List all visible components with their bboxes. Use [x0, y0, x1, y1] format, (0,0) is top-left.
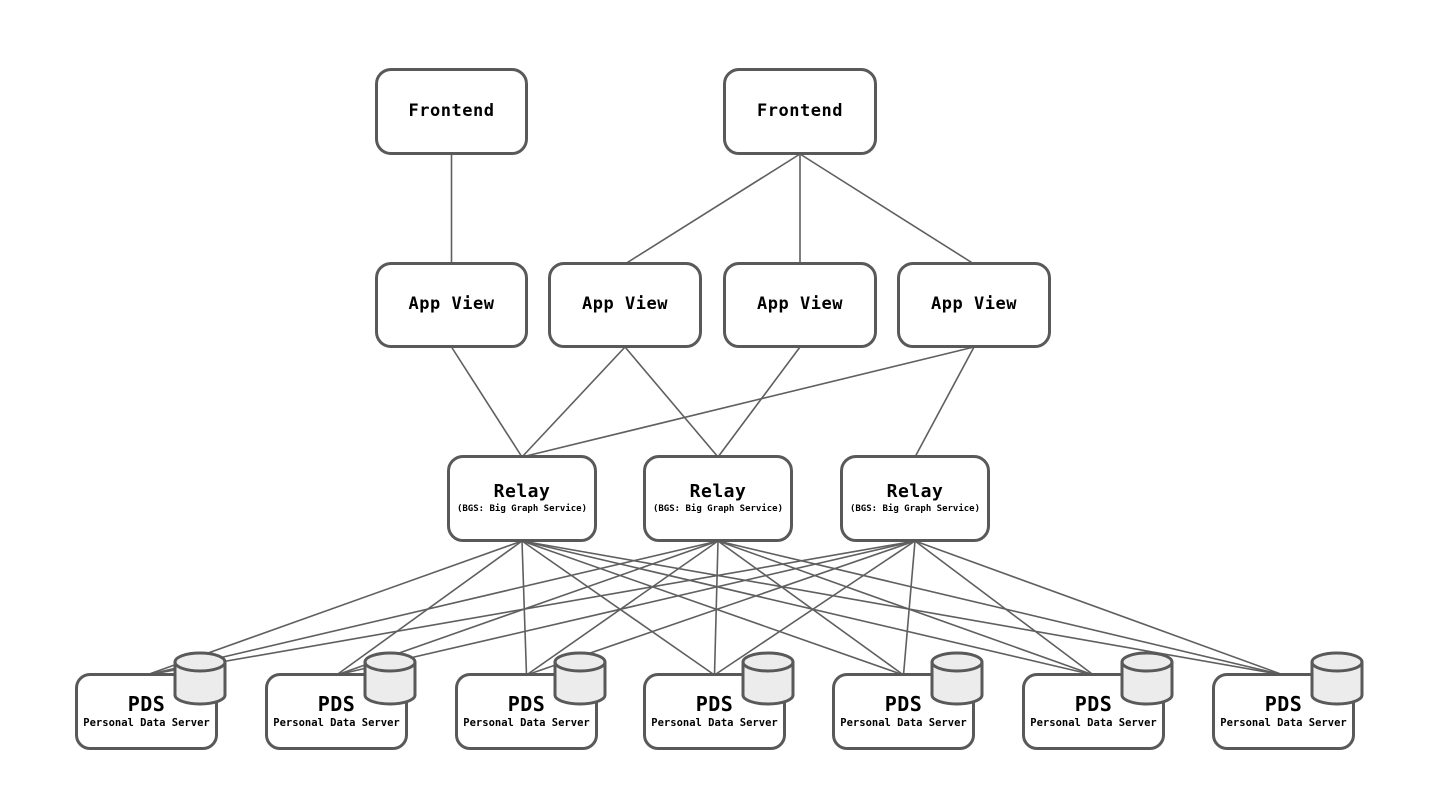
node-label: Relay	[493, 480, 551, 502]
node-relay-2: Relay (BGS: Big Graph Service)	[643, 455, 793, 542]
edge-appview-4-relay-3	[914, 346, 975, 458]
node-sublabel: Personal Data Server	[1030, 717, 1157, 730]
node-label: Frontend	[408, 100, 495, 121]
edge-relay-2-pds-5	[717, 540, 904, 676]
node-pds-2: PDS Personal Data Server	[265, 651, 417, 750]
edge-appview-3-relay-2	[717, 346, 801, 458]
node-pds-3: PDS Personal Data Server	[455, 651, 607, 750]
edge-relay-2-pds-6	[717, 540, 1094, 676]
edge-relay-1-pds-3	[521, 540, 528, 676]
edge-relay-2-pds-1	[146, 540, 719, 676]
node-frontend-1: Frontend	[375, 68, 528, 155]
node-relay-1: Relay (BGS: Big Graph Service)	[447, 455, 597, 542]
database-icon	[741, 651, 795, 706]
node-appview-2: App View	[548, 262, 702, 348]
node-frontend-2: Frontend	[723, 68, 877, 155]
node-label: PDS	[507, 692, 546, 717]
database-icon	[930, 651, 984, 706]
node-relay-3: Relay (BGS: Big Graph Service)	[840, 455, 990, 542]
database-icon	[1310, 651, 1364, 706]
node-sublabel: Personal Data Server	[651, 717, 778, 730]
node-label: PDS	[695, 692, 734, 717]
node-sublabel: (BGS: Big Graph Service)	[849, 504, 981, 515]
node-sublabel: Personal Data Server	[463, 717, 590, 730]
edge-appview-4-relay-1	[521, 346, 975, 458]
database-icon	[363, 651, 417, 706]
node-pds-5: PDS Personal Data Server	[832, 651, 984, 750]
node-sublabel: Personal Data Server	[840, 717, 967, 730]
node-sublabel: Personal Data Server	[1220, 717, 1347, 730]
node-appview-3: App View	[723, 262, 877, 348]
node-label: PDS	[317, 692, 356, 717]
edge-relay-3-pds-5	[902, 540, 916, 676]
node-pds-1: PDS Personal Data Server	[75, 651, 227, 750]
node-appview-1: App View	[375, 262, 528, 348]
node-pds-7: PDS Personal Data Server	[1212, 651, 1364, 750]
node-label: App View	[582, 294, 668, 315]
edge-relay-2-pds-7	[717, 540, 1284, 676]
node-sublabel: Personal Data Server	[83, 717, 210, 730]
node-label: Relay	[886, 480, 944, 502]
database-icon	[553, 651, 607, 706]
node-label: Frontend	[757, 100, 843, 121]
database-icon	[173, 651, 227, 706]
node-appview-4: App View	[897, 262, 1051, 348]
edge-appview-2-relay-1	[521, 346, 626, 458]
edge-relay-3-pds-1	[146, 540, 916, 676]
node-label: PDS	[1264, 692, 1303, 717]
edge-appview-1-relay-1	[450, 346, 523, 458]
node-label: App View	[408, 294, 495, 315]
database-icon	[1120, 651, 1174, 706]
edge-appview-2-relay-2	[624, 346, 719, 458]
node-sublabel: (BGS: Big Graph Service)	[652, 504, 784, 515]
edge-relay-1-pds-6	[521, 540, 1094, 676]
node-label: App View	[757, 294, 843, 315]
edge-frontend-2-appview-4	[799, 153, 975, 265]
edge-relay-3-pds-2	[336, 540, 916, 676]
edge-relay-1-pds-5	[521, 540, 904, 676]
node-label: PDS	[884, 692, 923, 717]
edge-relay-3-pds-7	[914, 540, 1284, 676]
edge-relay-2-pds-4	[713, 540, 719, 676]
node-label: PDS	[1074, 692, 1113, 717]
edge-relay-3-pds-4	[714, 540, 916, 676]
edge-frontend-2-appview-2	[624, 153, 801, 265]
node-label: App View	[931, 294, 1017, 315]
edge-relay-1-pds-4	[521, 540, 715, 676]
node-label: PDS	[127, 692, 166, 717]
node-pds-4: PDS Personal Data Server	[643, 651, 795, 750]
node-sublabel: (BGS: Big Graph Service)	[456, 504, 588, 515]
node-pds-6: PDS Personal Data Server	[1022, 651, 1174, 750]
node-sublabel: Personal Data Server	[273, 717, 400, 730]
edge-relay-3-pds-6	[914, 540, 1094, 676]
node-label: Relay	[689, 480, 747, 502]
